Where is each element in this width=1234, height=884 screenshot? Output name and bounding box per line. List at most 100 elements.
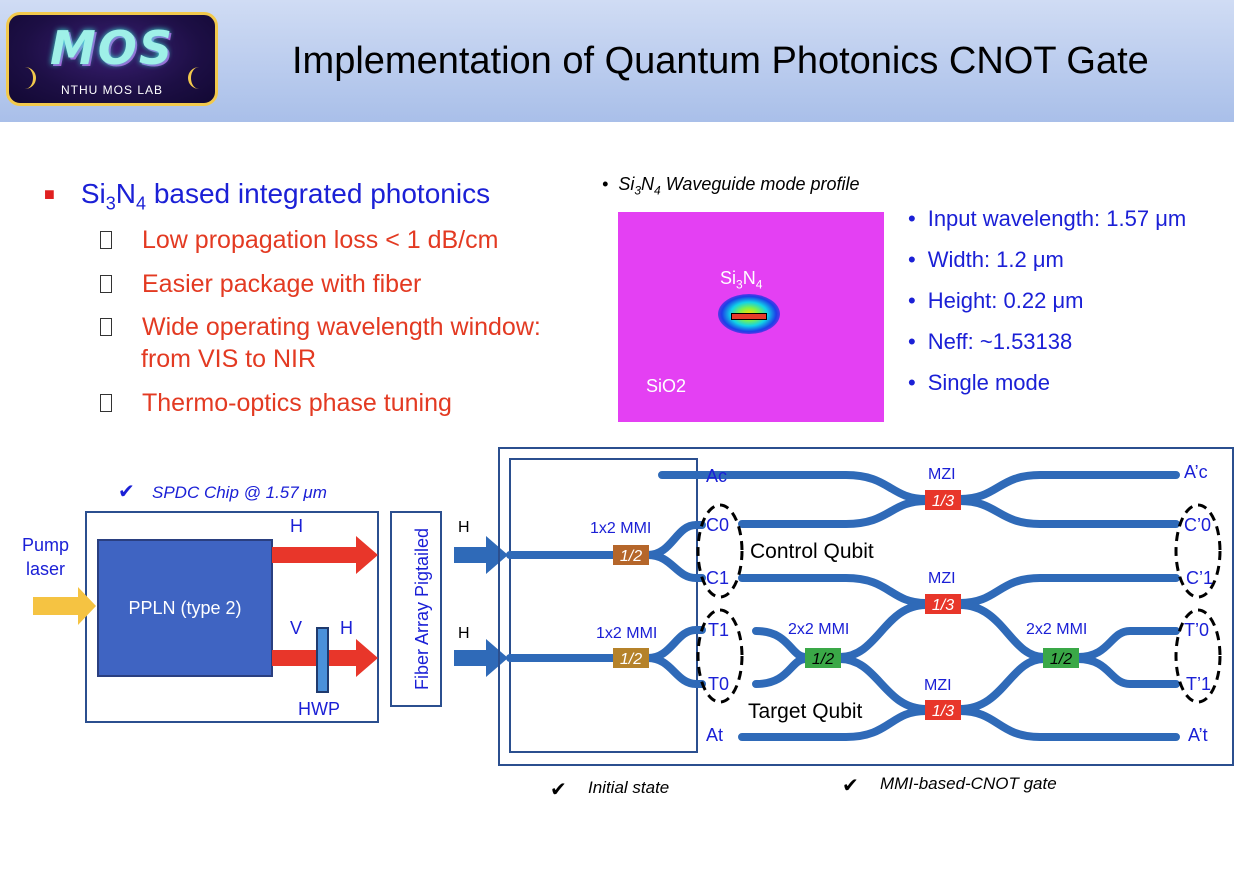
mzi-middle [925, 594, 961, 614]
mzi-bottom-label: MZI [924, 677, 952, 694]
input-arrow-2 [454, 639, 508, 677]
fiber-array-label: Fiber Array Pigtailed [412, 528, 432, 690]
port-t0-out: T’0 [1184, 620, 1209, 640]
logo-subtitle: NTHU MOS LAB [60, 83, 163, 97]
sub-bullet-text: Wide operating wavelength window: [142, 313, 541, 341]
spdc-chip-box [85, 511, 379, 723]
page-title: Implementation of Quantum Photonics CNOT… [292, 40, 1149, 82]
sub-bullet-1: Low propagation loss < 1 dB/cm [100, 224, 498, 256]
mzi-top-ratio: 1/3 [932, 493, 954, 510]
sub-bullet-text: Low propagation loss < 1 dB/cm [142, 226, 499, 254]
core-label-si: Si [720, 268, 737, 288]
control-qubit-label: Control Qubit [750, 540, 874, 563]
hwp-label: HWP [298, 699, 340, 719]
mmi-1x2-target [613, 648, 649, 668]
mmi-1x2-control [613, 545, 649, 565]
port-c1-out: C’1 [1186, 568, 1213, 588]
main-bullet: ■Si3N4 based integrated photonics [44, 178, 490, 215]
ppln-label: PPLN (type 2) [128, 598, 241, 618]
waveguides [506, 471, 1180, 741]
target-qubit-label: Target Qubit [748, 700, 863, 723]
cnot-caption: MMI-based-CNOT gate [880, 774, 1057, 793]
box-bullet-icon [100, 318, 112, 336]
wg-mzi-to-mmi-bottom [956, 655, 1048, 713]
mmi-2x2-left [805, 648, 841, 668]
wg-ac-out [956, 471, 1180, 503]
port-t1: T1 [708, 620, 729, 640]
spec-width: •Width: 1.2 μm [908, 247, 1064, 272]
check-icon: ✔ [550, 779, 567, 801]
core-label: Si3N4 [720, 268, 762, 292]
target-ellipse-right [1174, 608, 1222, 704]
wg-c0-branch [644, 521, 706, 559]
sub-bullet-2: Easier package with fiber [100, 268, 421, 300]
cladding-label: SiO2 [646, 376, 687, 396]
spec-text: Input wavelength: 1.57 μm [927, 206, 1187, 231]
wg-mmi-to-mzi-top [836, 601, 930, 661]
check-icon: ✔ [118, 481, 135, 503]
mmi-2x2-right-label: 2x2 MMI [1026, 621, 1087, 638]
main-bullet-sub-3: 3 [105, 193, 116, 214]
logo-text: MOS [49, 21, 174, 75]
sub-bullet-text: Easier package with fiber [142, 270, 422, 298]
port-at-out: A’t [1188, 725, 1208, 745]
sub-bullet-4: Thermo-optics phase tuning [100, 387, 452, 419]
cnot-chip-box [498, 447, 1234, 766]
port-ac-out: A’c [1184, 462, 1208, 482]
port-c0: C0 [706, 515, 729, 535]
mmi-2x2-left-ratio: 1/2 [812, 651, 834, 668]
wg-c0 [738, 497, 930, 528]
pump-label-2: laser [26, 559, 65, 579]
mos-lab-logo: MOS NTHU MOS LAB [6, 12, 218, 106]
wg-t0-out [1074, 627, 1180, 661]
h-in-label-1: H [458, 519, 470, 536]
pump-arrow [33, 587, 96, 625]
hwp-plate [316, 627, 329, 693]
initial-state-caption: Initial state [588, 778, 669, 797]
port-t0: T0 [708, 674, 729, 694]
spdc-caption: SPDC Chip @ 1.57 μm [152, 483, 327, 502]
spec-neff: •Neff: ~1.53138 [908, 329, 1073, 354]
ppln-crystal [97, 539, 273, 677]
fiber-array-box [390, 511, 442, 707]
mode-title-sub-4: 4 [654, 183, 661, 198]
v-label: V [290, 618, 302, 638]
wg-t0-in [752, 655, 810, 688]
mmi-1x2-target-ratio: 1/2 [620, 651, 642, 668]
wg-mzi-to-mmi-top [956, 601, 1048, 661]
mmi-2x2-right-ratio: 1/2 [1050, 651, 1072, 668]
control-ellipse-right [1174, 503, 1222, 599]
box-bullet-icon [100, 394, 112, 412]
wg-c0-out [956, 497, 1180, 528]
spec-text: Height: 0.22 μm [927, 288, 1084, 313]
mmi-2x2-right [1043, 648, 1079, 668]
mmi-1x2-target-label: 1x2 MMI [596, 625, 657, 642]
sub-bullet-text: Thermo-optics phase tuning [142, 389, 452, 417]
h-after-hwp-label: H [340, 618, 353, 638]
wg-mmi-to-mzi-bottom [836, 655, 930, 713]
wg-at [738, 707, 930, 741]
mmi-2x2-left-label: 2x2 MMI [788, 621, 849, 638]
wg-c1-branch [644, 551, 706, 582]
check-icon: ✔ [842, 775, 859, 797]
spec-wavelength: •Input wavelength: 1.57 μm [908, 206, 1187, 231]
wg-at-out [956, 707, 1180, 741]
mzi-bottom-ratio: 1/3 [932, 703, 954, 720]
core-label-sub-4: 4 [755, 277, 763, 292]
core-label-n: N [742, 268, 756, 288]
wg-t0-branch [644, 654, 706, 688]
input-arrow-1 [454, 536, 508, 574]
h-output-arrow [272, 536, 378, 574]
mzi-middle-label: MZI [928, 570, 956, 587]
mode-title-si: Si [618, 174, 635, 194]
spec-height: •Height: 0.22 μm [908, 288, 1084, 313]
control-ellipse-left [696, 503, 744, 599]
mzi-top [925, 490, 961, 510]
wg-c1 [738, 574, 930, 607]
target-ellipse-left [696, 608, 744, 704]
mode-title-n: N [641, 174, 655, 194]
main-bullet-text-si: Si [80, 178, 106, 209]
spec-text: Single mode [927, 370, 1051, 395]
box-bullet-icon [100, 275, 112, 293]
header-bar: MOS NTHU MOS LAB Implementation of Quant… [0, 0, 1234, 122]
